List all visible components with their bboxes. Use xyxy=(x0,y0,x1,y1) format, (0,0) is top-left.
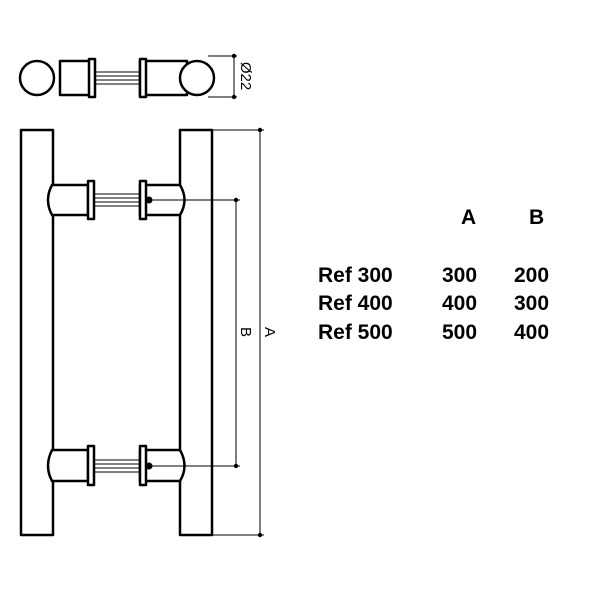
upper-fixing-point xyxy=(145,196,153,204)
column-header-b: B xyxy=(529,206,545,229)
lower-fixing xyxy=(46,444,186,487)
dim-a-label: A xyxy=(261,327,278,337)
right-rosette-top xyxy=(138,57,148,99)
left-rosette-top xyxy=(87,57,97,99)
left-knob-top xyxy=(18,59,56,97)
left-bar xyxy=(19,128,55,537)
ref-cell: Ref 300 xyxy=(318,264,393,287)
dim-b-label: B xyxy=(237,327,254,337)
top-view xyxy=(18,57,216,99)
ref-cell: Ref 400 xyxy=(318,292,393,315)
lower-fixing-point xyxy=(145,462,153,470)
a-cell: 300 xyxy=(442,264,478,287)
dimension-b xyxy=(150,199,240,467)
right-knob-top xyxy=(178,59,216,97)
top-screw xyxy=(95,71,140,85)
b-cell: 300 xyxy=(514,292,550,315)
a-cell: 500 xyxy=(442,321,478,344)
a-cell: 400 xyxy=(442,292,478,315)
b-cell: 400 xyxy=(514,321,550,344)
b-cell: 200 xyxy=(514,264,550,287)
diameter-label: Ø22 xyxy=(237,62,254,90)
dimension-a xyxy=(212,129,264,536)
left-standoff-top xyxy=(58,59,92,97)
ref-cell: Ref 500 xyxy=(318,321,393,344)
right-bar xyxy=(178,128,214,537)
column-header-a: A xyxy=(461,206,477,229)
